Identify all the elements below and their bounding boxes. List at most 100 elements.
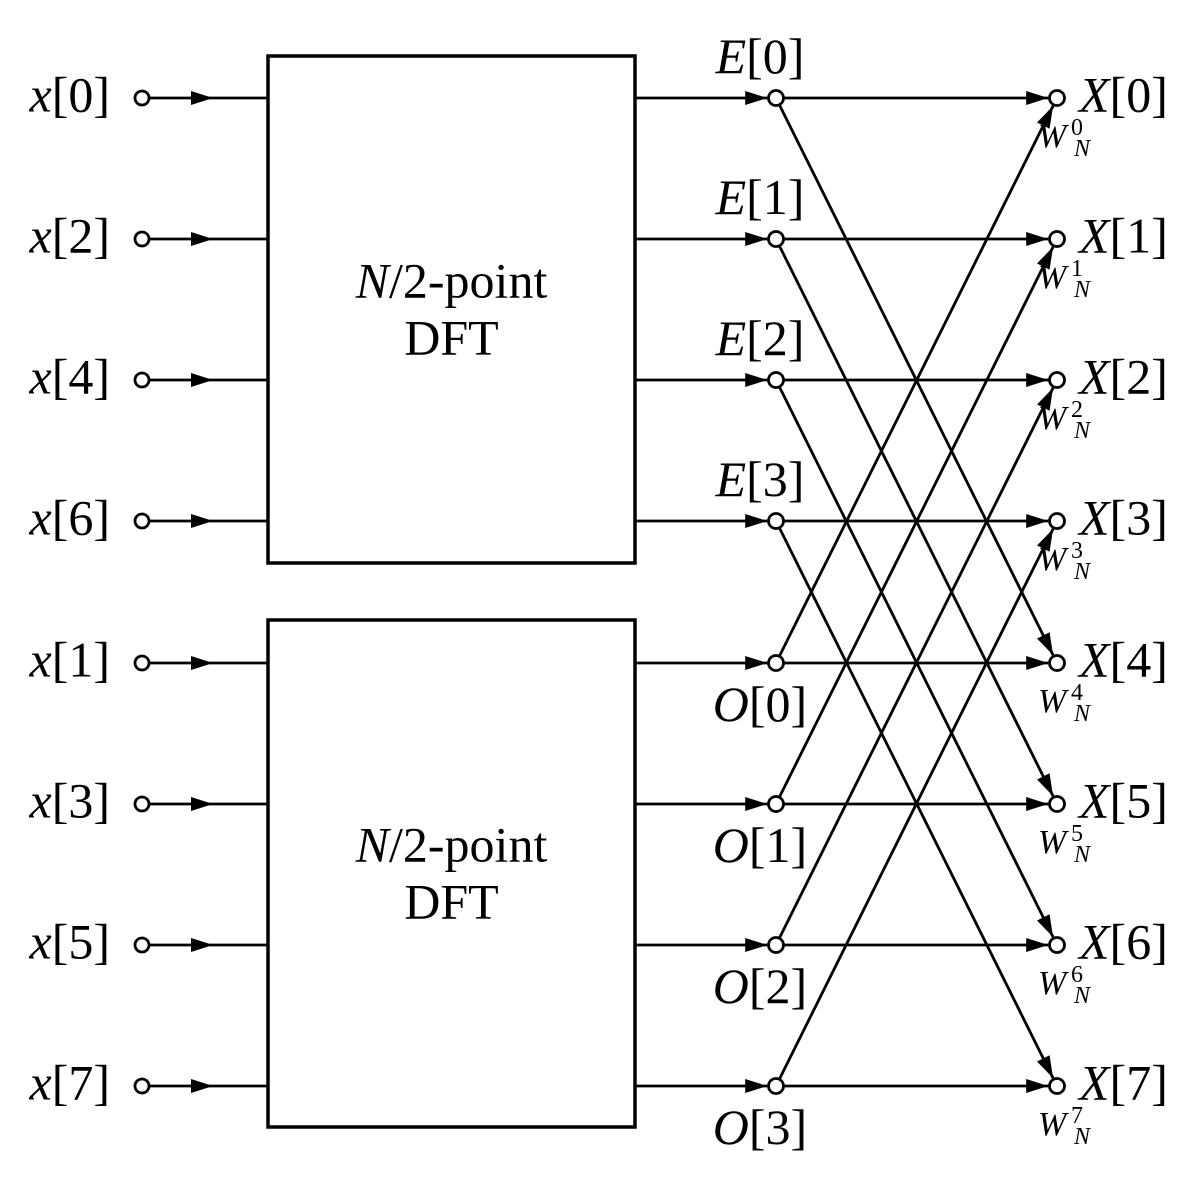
dft-block-0-label-line1: N/2-point (355, 253, 548, 309)
input-label-x7: x[7] (28, 1055, 110, 1111)
label-O0: O[0] (713, 676, 807, 732)
input-terminal-x1 (133, 654, 151, 672)
input-label-x6: x[6] (28, 490, 110, 546)
twiddle-label-3-superscript: 3 (1071, 538, 1083, 564)
node-O3 (767, 1077, 785, 1095)
wire-O0-to-X0 (778, 105, 1055, 657)
input-arrowhead-x4 (191, 373, 213, 387)
input-terminal-x6 (133, 512, 151, 530)
dft0-output-arrowhead-E1 (745, 232, 768, 246)
input-label-x5: x[5] (28, 914, 110, 970)
twiddle-label-7-subscript: N (1073, 1124, 1092, 1150)
twiddle-label-6-base: W (1038, 965, 1069, 1002)
label-O2-index: [2] (749, 958, 807, 1014)
input-terminal-x3 (133, 795, 151, 813)
input-label-x3-index: [3] (52, 773, 110, 829)
dft-block-1-label-line1: N/2-point (355, 817, 548, 873)
twiddle-label-5-base: W (1038, 824, 1069, 861)
input-label-x6-variable: x (28, 490, 51, 546)
input-terminal-x2 (133, 230, 151, 248)
output-label-X7: X[7] (1077, 1055, 1168, 1111)
label-E2-index: [2] (746, 310, 804, 366)
output-label-X2: X[2] (1077, 349, 1168, 405)
input-arrowhead-x6 (191, 514, 213, 528)
twiddle-label-4-base: W (1038, 683, 1069, 720)
label-O2-variable: O (713, 958, 749, 1014)
label-O3: O[3] (713, 1099, 807, 1155)
node-E1 (767, 230, 785, 248)
twiddle-label-0-base: W (1038, 118, 1069, 155)
input-label-x4-index: [4] (52, 349, 110, 405)
node-E2 (767, 371, 785, 389)
input-label-x3-variable: x (28, 773, 51, 829)
input-label-x2-index: [2] (52, 208, 110, 264)
input-label-x0-variable: x (28, 67, 51, 123)
input-terminal-x5 (133, 936, 151, 954)
output-label-X3-index: [3] (1110, 490, 1168, 546)
dft0-output-arrowhead-E2 (745, 373, 768, 387)
dft1-output-arrowhead-O0 (745, 656, 768, 670)
node-E0 (767, 89, 785, 107)
arrowhead-E0-to-X0 (1026, 91, 1049, 105)
label-E1-index: [1] (746, 169, 804, 225)
twiddle-label-2-base: W (1038, 400, 1069, 437)
node-X5 (1048, 795, 1066, 813)
arrowhead-E2-to-X2 (1026, 373, 1049, 387)
arrowhead-O3-to-X3 (1037, 528, 1054, 552)
twiddle-label-3-subscript: N (1073, 559, 1092, 585)
label-E3-index: [3] (746, 451, 804, 507)
input-label-x1: x[1] (28, 632, 110, 688)
twiddle-label-6-superscript: 6 (1071, 962, 1083, 988)
dft-block-1-label-line2: DFT (404, 874, 498, 930)
twiddle-label-0-superscript: 0 (1071, 115, 1083, 141)
arrowhead-O1-to-X1 (1037, 246, 1054, 270)
dft-block-0-label-line1-index: /2-point (389, 253, 547, 309)
twiddle-label-1-subscript: N (1073, 277, 1092, 303)
output-label-X1-variable: X (1077, 208, 1112, 264)
output-label-X0-index: [0] (1110, 67, 1168, 123)
input-label-x6-index: [6] (52, 490, 110, 546)
dft1-output-arrowhead-O3 (745, 1079, 768, 1093)
output-label-X1: X[1] (1077, 208, 1168, 264)
twiddle-label-2-subscript: N (1073, 418, 1092, 444)
node-X6 (1048, 936, 1066, 954)
twiddle-label-3-base: W (1038, 541, 1069, 578)
input-label-x5-index: [5] (52, 914, 110, 970)
output-label-X3: X[3] (1077, 490, 1168, 546)
label-E2: E[2] (715, 310, 805, 366)
label-O0-index: [0] (749, 676, 807, 732)
output-label-X3-variable: X (1077, 490, 1112, 546)
dft0-output-arrowhead-E0 (745, 91, 768, 105)
dft1-output-arrowhead-O1 (745, 797, 768, 811)
arrowhead-O3-to-X7 (1026, 1079, 1049, 1093)
label-E3-variable: E (715, 451, 747, 507)
arrowhead-E1-to-X1 (1026, 232, 1049, 246)
label-O1-variable: O (713, 817, 749, 873)
input-terminal-x0 (133, 89, 151, 107)
arrowhead-O2-to-X2 (1037, 387, 1054, 411)
label-E0-variable: E (715, 28, 747, 84)
input-label-x7-index: [7] (52, 1055, 110, 1111)
node-E3 (767, 512, 785, 530)
label-E2-variable: E (715, 310, 747, 366)
arrowhead-E3-to-X7 (1037, 1055, 1054, 1079)
dft-block-1 (266, 618, 637, 1129)
node-X7 (1048, 1077, 1066, 1095)
output-label-X4: X[4] (1077, 632, 1168, 688)
dft0-output-arrowhead-E3 (745, 514, 768, 528)
input-label-x1-index: [1] (52, 632, 110, 688)
twiddle-label-4-superscript: 4 (1071, 680, 1083, 706)
node-X4 (1048, 654, 1066, 672)
twiddle-label-2-superscript: 2 (1071, 397, 1083, 423)
output-label-X0: X[0] (1077, 67, 1168, 123)
twiddle-label-5-subscript: N (1073, 842, 1092, 868)
twiddle-label-7-base: W (1038, 1106, 1069, 1143)
node-X3 (1048, 512, 1066, 530)
arrowhead-E1-to-X5 (1037, 773, 1054, 797)
